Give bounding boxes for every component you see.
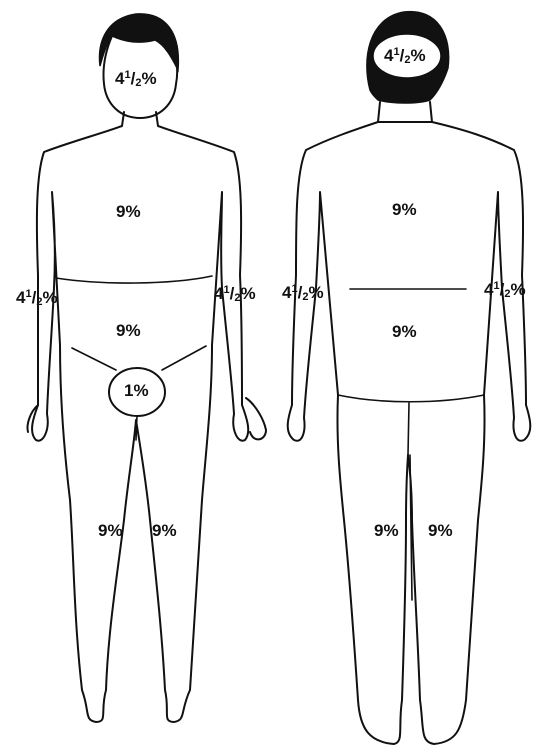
front-arm-right-label: 41/2% [214, 285, 256, 302]
back-lower-label: 9% [392, 323, 417, 340]
front-right-hand [246, 398, 266, 439]
front-leg-divide [136, 416, 137, 440]
front-leg-left-label: 9% [98, 522, 123, 539]
front-arm-left-num: 1 [25, 288, 31, 300]
front-head-num: 1 [124, 69, 130, 81]
front-hair [100, 14, 179, 70]
back-upper-label: 9% [392, 201, 417, 218]
back-arm-right-label: 41/2% [484, 281, 526, 298]
back-arm-left-suffix: % [308, 283, 323, 302]
front-arm-right-num: 1 [223, 284, 229, 296]
back-leg-divide [408, 403, 412, 600]
back-head-den: 2 [404, 54, 410, 66]
front-arm-left-label: 41/2% [16, 289, 58, 306]
front-head-label: 41/2% [115, 70, 157, 87]
front-head-suffix: % [141, 69, 156, 88]
front-abdomen-label: 9% [116, 322, 141, 339]
back-neck-outline [378, 102, 432, 122]
back-leg-right-label: 9% [428, 522, 453, 539]
front-arm-left-den: 2 [36, 296, 42, 308]
back-hip-line [338, 395, 484, 402]
front-chest-label: 9% [116, 203, 141, 220]
front-arm-left-suffix: % [42, 288, 57, 307]
back-arm-right-num: 1 [493, 280, 499, 292]
back-arm-right-den: 2 [504, 288, 510, 300]
back-arm-left-label: 41/2% [282, 284, 324, 301]
front-arm-right-suffix: % [240, 284, 255, 303]
front-figure [27, 14, 266, 722]
front-leg-right-label: 9% [152, 522, 177, 539]
back-leg-left-label: 9% [374, 522, 399, 539]
front-arm-right-den: 2 [234, 292, 240, 304]
back-head-suffix: % [410, 46, 425, 65]
front-perineum-label: 1% [124, 382, 149, 399]
front-waistline [56, 276, 212, 283]
front-head-den: 2 [135, 77, 141, 89]
front-groin-lines [72, 346, 206, 370]
back-head-num: 1 [393, 46, 399, 58]
back-arm-left-num: 1 [291, 283, 297, 295]
back-arm-left-den: 2 [302, 291, 308, 303]
back-arm-right-suffix: % [510, 280, 525, 299]
back-head-label: 41/2% [384, 47, 426, 64]
back-figure [288, 12, 531, 744]
